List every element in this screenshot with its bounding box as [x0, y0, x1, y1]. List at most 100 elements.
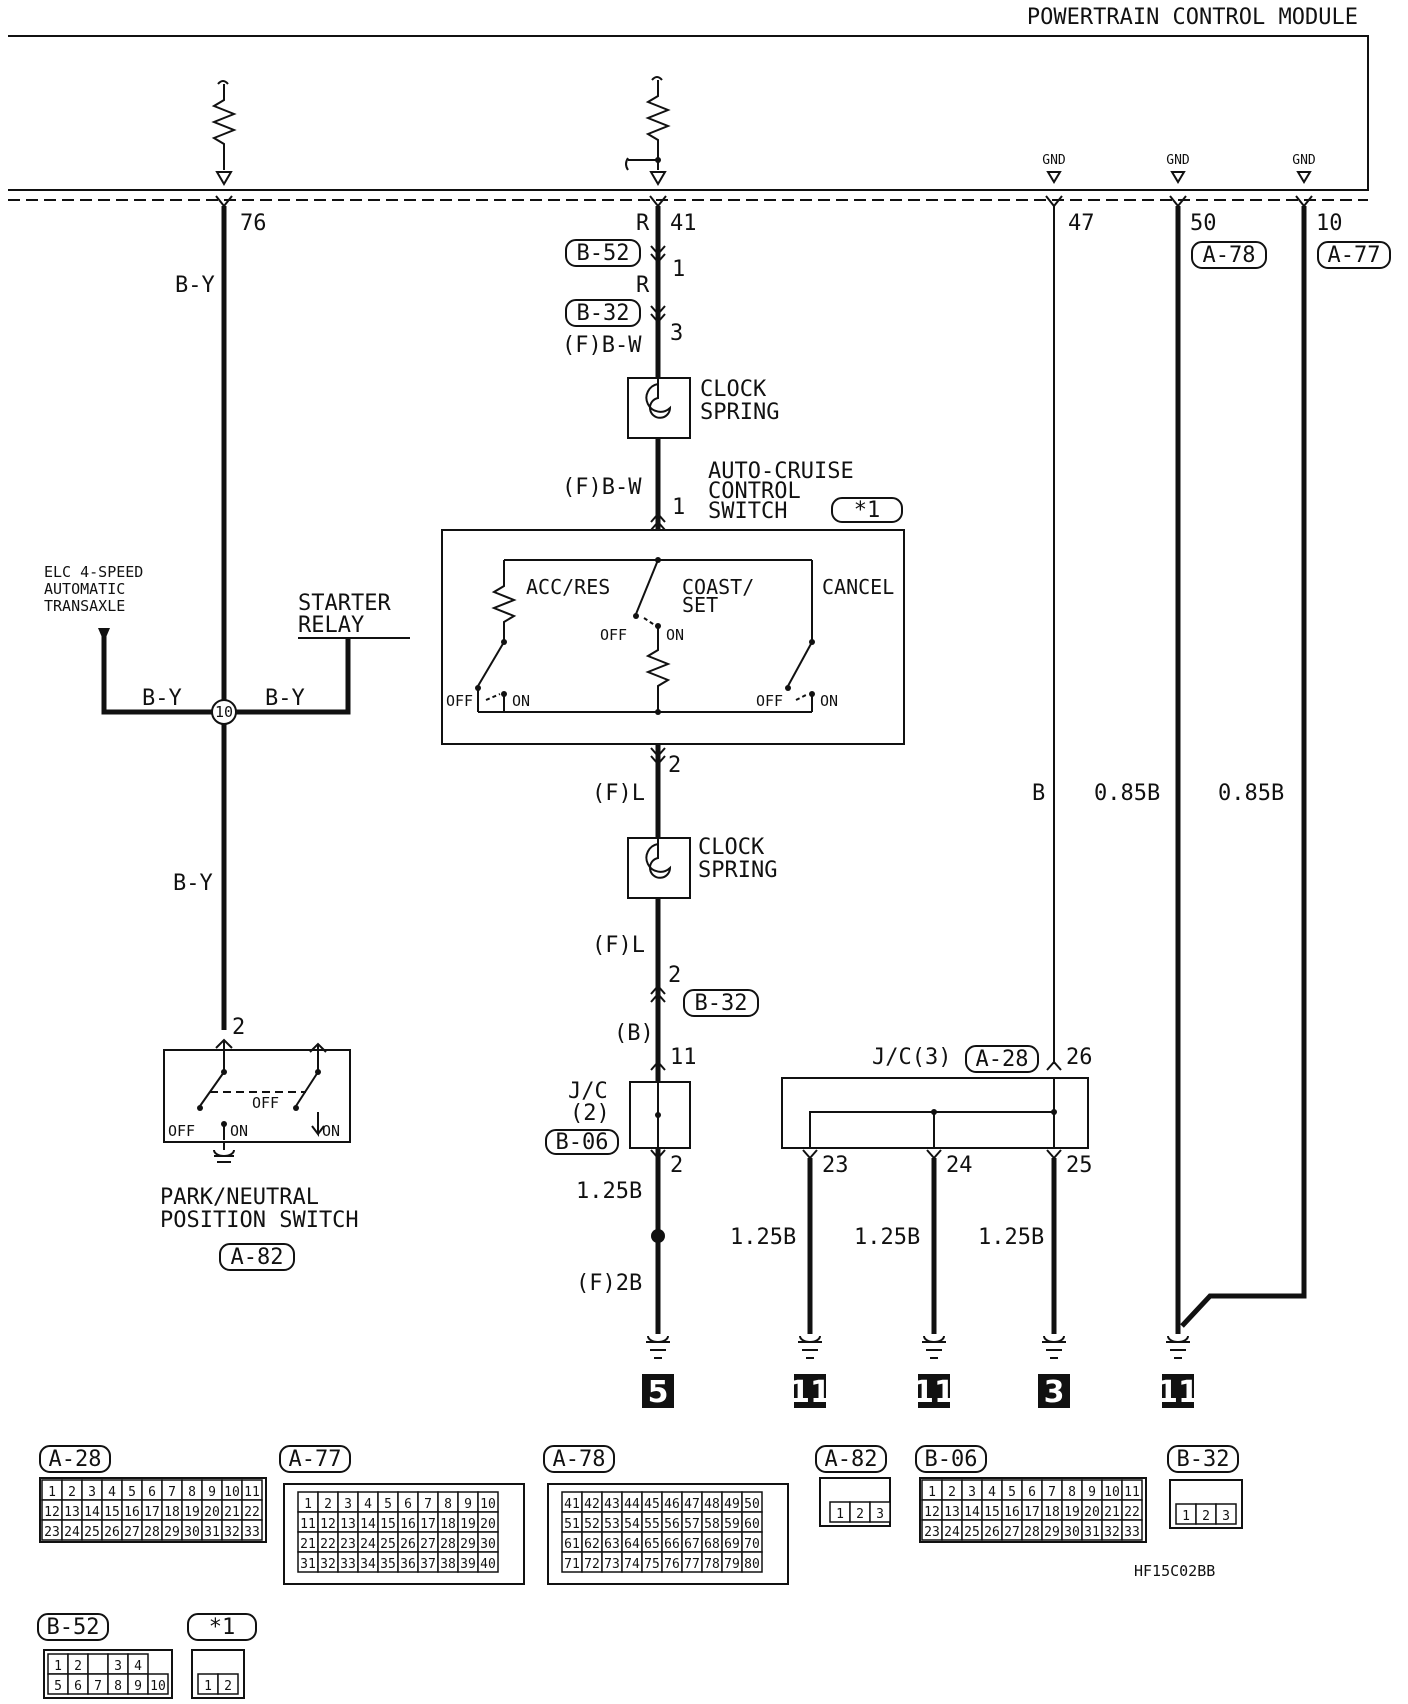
a78-face-cell: 62 — [584, 1537, 600, 1552]
jc2-pin-2: 2 — [670, 1153, 683, 1178]
svg-text:B-52: B-52 — [47, 1615, 100, 1640]
svg-text:GND: GND — [1042, 153, 1066, 168]
svg-text:OFF: OFF — [168, 1122, 195, 1140]
a77-face-cell: 2 — [324, 1497, 332, 1512]
a77-face-cell: 8 — [444, 1497, 452, 1512]
pin-41-wire: R — [636, 211, 650, 236]
a28-face-cell: 3 — [88, 1485, 96, 1500]
svg-text:11: 11 — [789, 1375, 831, 1410]
wire-b-paren: (B) — [614, 1021, 654, 1046]
a77-face-cell: 20 — [480, 1517, 496, 1532]
cruise-label-2: CONTROL — [708, 479, 801, 504]
jc3-pin-26: 26 — [1066, 1045, 1093, 1070]
starter-label-2: RELAY — [298, 613, 364, 638]
wire-085b-10: 0.85B — [1218, 781, 1284, 806]
pcm-gnd-47: GND — [1042, 153, 1066, 184]
b06-face-cell: 4 — [988, 1485, 996, 1500]
pin-50-label: 50 — [1190, 211, 1217, 236]
a28-face-cell: 2 — [68, 1485, 76, 1500]
a28-face-cell: 15 — [104, 1505, 120, 1520]
b52-face-cell: 1 — [54, 1659, 62, 1674]
ground-number-3: 11 — [913, 1374, 955, 1410]
a82-face-cell: 1 — [836, 1507, 844, 1522]
legend-star1-tag: *1 — [187, 1613, 257, 1641]
a78-face-cell: 52 — [584, 1517, 600, 1532]
elc-label-2: AUTOMATIC — [44, 580, 125, 598]
clock-spring-2-l1: CLOCK — [698, 835, 765, 860]
a77-face-cell: 40 — [480, 1557, 496, 1572]
a28-face-cell: 16 — [124, 1505, 140, 1520]
b06-face-cell: 11 — [1124, 1485, 1140, 1500]
svg-text:GND: GND — [1292, 153, 1316, 168]
svg-text:B-06: B-06 — [925, 1447, 978, 1472]
pin-76-label: 76 — [240, 211, 267, 236]
b06-face-cell: 6 — [1028, 1485, 1036, 1500]
a28-face-cell: 9 — [208, 1485, 216, 1500]
svg-text:B-06: B-06 — [556, 1130, 609, 1155]
a77-face-cell: 14 — [360, 1517, 376, 1532]
clock-spring-2 — [627, 837, 691, 899]
a78-face-cell: 60 — [744, 1517, 760, 1532]
a77-face-cell: 4 — [364, 1497, 372, 1512]
clock-spring-1-l1: CLOCK — [700, 377, 767, 402]
pin-47-label: 47 — [1068, 211, 1095, 236]
a78-face-cell: 58 — [704, 1517, 720, 1532]
svg-text:B-32: B-32 — [577, 301, 630, 326]
a78-face-cell: 53 — [604, 1517, 620, 1532]
star1-face-cell: 1 — [204, 1679, 212, 1694]
a77-face-cell: 17 — [420, 1517, 436, 1532]
a77-face-cell: 19 — [460, 1517, 476, 1532]
svg-text:OFF: OFF — [446, 692, 473, 710]
wire-125b-25: 1.25B — [978, 1225, 1044, 1250]
star1-face-cell: 2 — [224, 1679, 232, 1694]
a28-face-cell: 31 — [204, 1525, 220, 1540]
svg-text:B-32: B-32 — [1177, 1447, 1230, 1472]
a28-face-cell: 19 — [184, 1505, 200, 1520]
a78-face-cell: 73 — [604, 1557, 620, 1572]
a78-face-cell: 45 — [644, 1497, 660, 1512]
a28-face-cell: 30 — [184, 1525, 200, 1540]
ref-a28-jc3: A-28 — [965, 1045, 1039, 1073]
b06-face-cell: 2 — [948, 1485, 956, 1500]
clock-spring-2-l2: SPRING — [698, 858, 777, 883]
park-neutral-switch: OFF ON OFF ON — [163, 1038, 351, 1163]
a78-face-cell: 69 — [724, 1537, 740, 1552]
a77-face-cell: 29 — [460, 1537, 476, 1552]
a77-face-cell: 38 — [440, 1557, 456, 1572]
a77-face-cell: 26 — [400, 1537, 416, 1552]
a78-face-cell: 49 — [724, 1497, 740, 1512]
a28-face-cell: 25 — [84, 1525, 100, 1540]
a28-face-cell: 29 — [164, 1525, 180, 1540]
b52-face-cell: 8 — [114, 1679, 122, 1694]
b32-face-cell: 2 — [1202, 1509, 1210, 1524]
a82-face-cell: 2 — [856, 1507, 864, 1522]
a77-face-cell: 33 — [340, 1557, 356, 1572]
svg-text:SET: SET — [682, 593, 718, 617]
wire-starter-color: B-Y — [265, 686, 305, 711]
a28-face-cell: 14 — [84, 1505, 100, 1520]
legend-a77-tag: A-77 — [279, 1445, 351, 1473]
cruise-pin1-arrows — [650, 512, 666, 531]
b06-face-cell: 10 — [1104, 1485, 1120, 1500]
a78-face-cell: 43 — [604, 1497, 620, 1512]
jc3-pin-23: 23 — [822, 1153, 849, 1178]
a77-face-cell: 34 — [360, 1557, 376, 1572]
elc-label-1: ELC 4-SPEED — [44, 563, 143, 581]
b06-face-cell: 13 — [944, 1505, 960, 1520]
starter-label-1: STARTER — [298, 591, 391, 616]
legend-a28-tag: A-28 — [39, 1445, 111, 1473]
a77-face-cell: 3 — [344, 1497, 352, 1512]
b52-face-cell: 3 — [114, 1659, 122, 1674]
a28-face-cell: 20 — [204, 1505, 220, 1520]
svg-text:A-82: A-82 — [825, 1447, 878, 1472]
b06-face-cell: 33 — [1124, 1525, 1140, 1540]
a77-face-cell: 23 — [340, 1537, 356, 1552]
legend-a82-tag: A-82 — [815, 1445, 887, 1473]
a78-face-cell: 57 — [684, 1517, 700, 1532]
a78-face-cell: 44 — [624, 1497, 640, 1512]
a78-face-cell: 63 — [604, 1537, 620, 1552]
a78-face-cell: 59 — [724, 1517, 740, 1532]
svg-text:ACC/RES: ACC/RES — [526, 575, 610, 599]
a28-face-cell: 22 — [244, 1505, 260, 1520]
